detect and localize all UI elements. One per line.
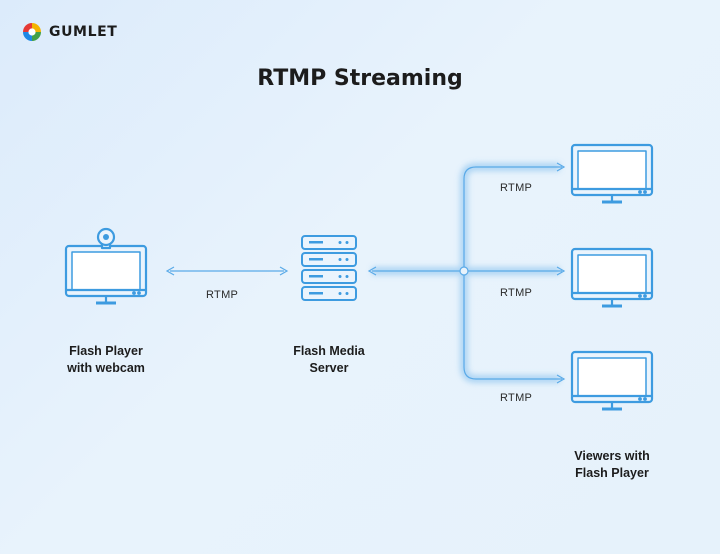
monitor-icon bbox=[570, 350, 654, 411]
arrowhead-right-icon bbox=[556, 162, 566, 172]
caption-source-line2: with webcam bbox=[67, 361, 145, 375]
arrowhead-right-icon bbox=[279, 266, 289, 276]
monitor-webcam-icon bbox=[64, 227, 148, 305]
monitor-icon bbox=[570, 143, 654, 204]
caption-server-line2: Server bbox=[309, 361, 349, 375]
caption-server-line1: Flash Media bbox=[293, 344, 365, 358]
junction-node bbox=[459, 266, 469, 276]
link-label-viewer-1: RTMP bbox=[500, 182, 533, 194]
brand-logo: GUMLET bbox=[22, 22, 117, 42]
viewer-monitor-3 bbox=[570, 350, 654, 411]
link-label-viewer-3: RTMP bbox=[500, 392, 533, 404]
link-source-server bbox=[165, 266, 289, 276]
arrowhead-right-icon bbox=[556, 374, 566, 384]
gumlet-logo-icon bbox=[23, 23, 41, 41]
arrowhead-left-icon bbox=[165, 266, 175, 276]
caption-server: Flash Media Server bbox=[269, 343, 389, 377]
diagram-title: RTMP Streaming bbox=[257, 66, 463, 91]
caption-viewers: Viewers with Flash Player bbox=[552, 448, 672, 482]
caption-source: Flash Player with webcam bbox=[46, 343, 166, 377]
arrowhead-left-icon bbox=[367, 266, 377, 276]
caption-viewers-line1: Viewers with bbox=[574, 449, 650, 463]
caption-viewers-line2: Flash Player bbox=[575, 466, 649, 480]
viewer-monitor-1 bbox=[570, 143, 654, 204]
brand-name: GUMLET bbox=[49, 24, 118, 40]
arrowhead-right-icon bbox=[556, 266, 566, 276]
link-label-source-server: RTMP bbox=[206, 289, 239, 301]
caption-source-line1: Flash Player bbox=[69, 344, 143, 358]
viewer-monitor-2 bbox=[570, 247, 654, 308]
monitor-icon bbox=[570, 247, 654, 308]
link-label-viewer-2: RTMP bbox=[500, 287, 533, 299]
server-rack-icon bbox=[301, 235, 357, 301]
link-server-viewers bbox=[367, 162, 566, 384]
